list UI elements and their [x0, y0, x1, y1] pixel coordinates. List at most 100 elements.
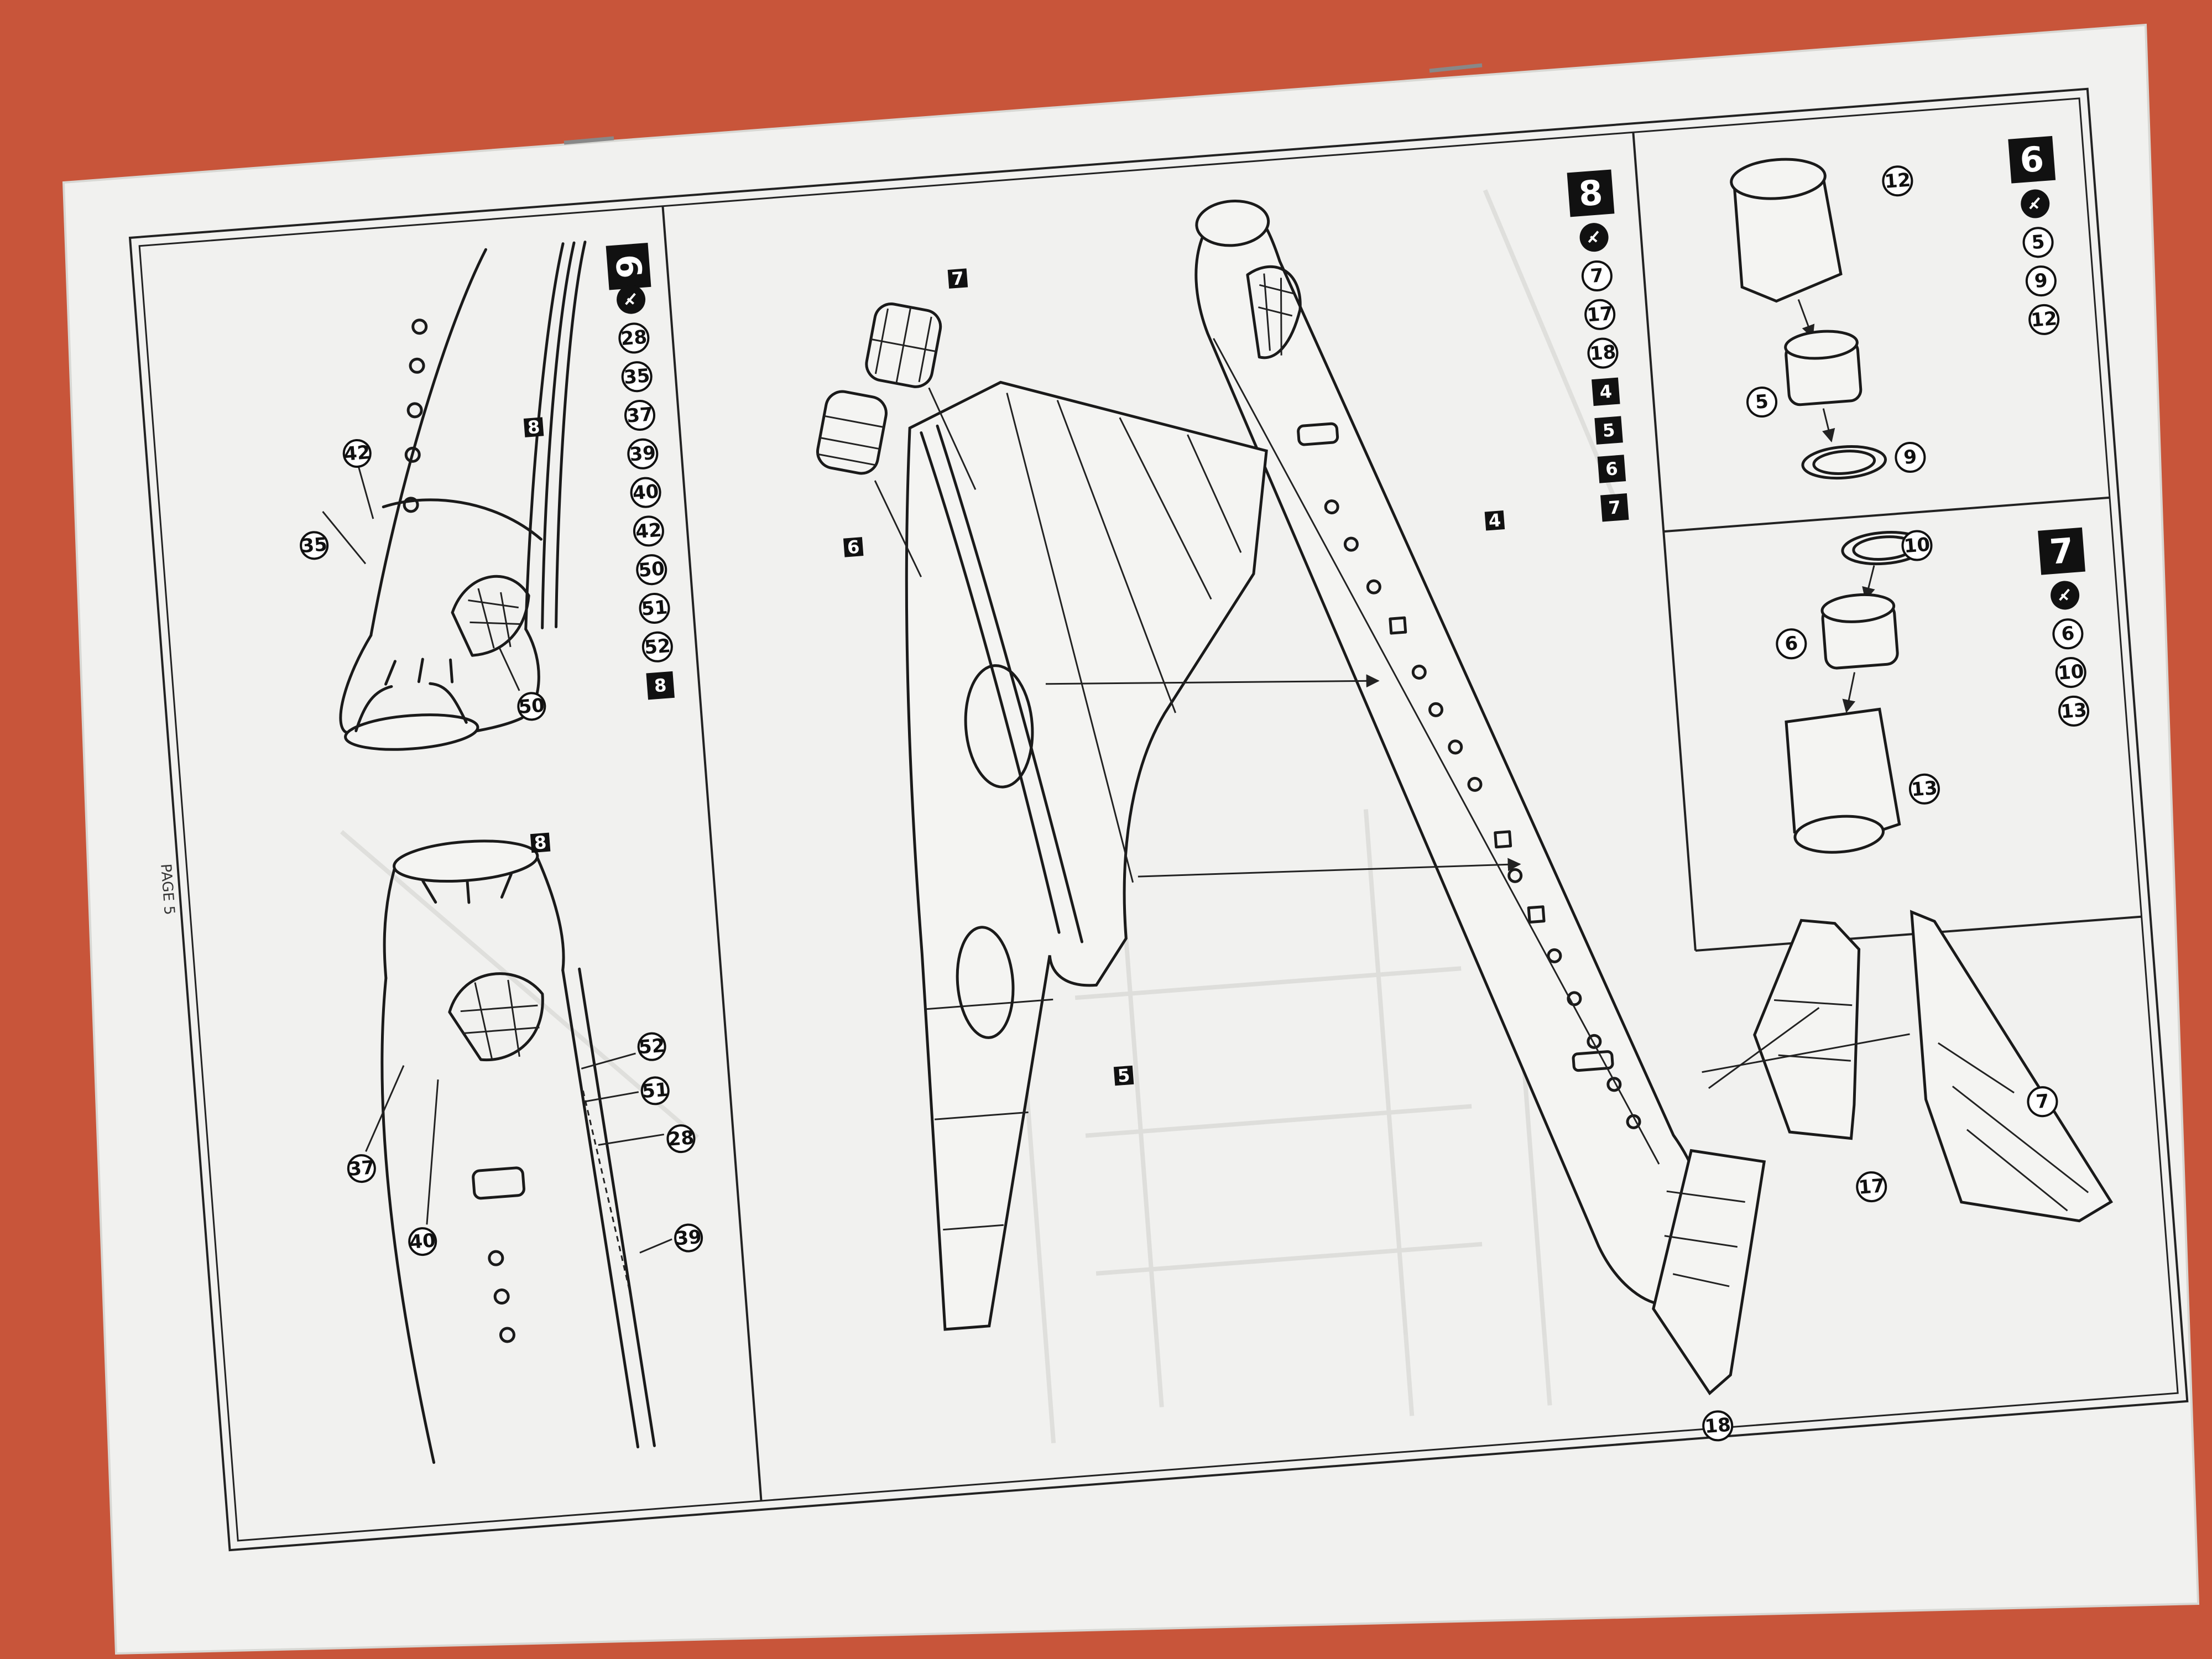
callout-6 [1776, 628, 1807, 660]
part-ref: 40 [632, 481, 660, 504]
glue-icon [1588, 231, 1599, 243]
glue-icon [2059, 588, 2070, 601]
part-ref: 37 [626, 403, 654, 427]
callout-13-label: 13 [1911, 777, 1938, 801]
callout-7-label: 7 [2035, 1090, 2050, 1113]
boxed-callout-8-lower [530, 832, 551, 853]
subassembly-ref: 4 [1599, 381, 1613, 403]
boxed-callout-label: 7 [951, 268, 964, 290]
callout-9-label: 9 [1903, 446, 1918, 469]
page-number: PAGE 5 [157, 863, 178, 916]
callout-28-label: 28 [667, 1126, 695, 1150]
callout-52-label: 52 [638, 1035, 666, 1058]
page-content: 6 8 42 35 [128, 87, 2189, 1552]
step-9-header: 6 [606, 243, 651, 290]
part-ref: 35 [623, 364, 651, 388]
boxed-callout-label: 4 [1488, 509, 1501, 531]
boxed-callout-4 [1484, 510, 1505, 531]
part-ref: 5 [2031, 231, 2046, 254]
step-8-parts-list: 7 17 18 4 5 6 7 [1579, 223, 1629, 522]
subassembly-ref: 6 [1605, 458, 1619, 480]
part-ref: 39 [629, 442, 656, 466]
step-6-panel: 6 5 9 12 12 5 [1730, 135, 2060, 480]
divider-6-7 [1663, 496, 2110, 533]
divider-right [1632, 132, 1697, 951]
step-8-panel: 8 7 17 18 4 5 6 7 [816, 169, 2114, 1442]
divider-left [661, 206, 763, 1501]
callout-50 [517, 692, 546, 721]
callout-9 [1895, 441, 1926, 473]
cockpit-windows [1246, 265, 1302, 359]
subassembly-ref: 7 [1608, 497, 1621, 519]
step-7-panel: 7 6 10 13 10 6 [1776, 527, 2090, 854]
part-ref: 51 [640, 596, 668, 620]
wing-drawing: 5 [905, 380, 1521, 1331]
callout-5-label: 5 [1755, 390, 1770, 414]
part-ref: 7 [1590, 264, 1605, 288]
part-ref: 13 [2060, 699, 2088, 723]
subassembly-ref: 8 [654, 675, 667, 697]
callout-17 [1856, 1171, 1887, 1203]
callout-10-label: 10 [1903, 534, 1931, 557]
step-8-header: 8 [1567, 169, 1615, 217]
callout-6-label: 6 [1784, 632, 1799, 655]
part-ref: 50 [638, 557, 665, 581]
part-ref: 17 [1586, 302, 1614, 326]
step-7-number: 7 [2048, 530, 2075, 572]
callout-50-label: 50 [518, 695, 545, 718]
staple-mark [564, 136, 614, 145]
step-7-drawing: 10 6 13 [1776, 530, 1940, 854]
callout-35 [300, 531, 329, 560]
step-9-parts-list: 28 35 37 39 40 42 50 51 [617, 285, 675, 700]
boxed-callout-8 [523, 417, 544, 437]
boxed-callout-5 [1113, 1065, 1134, 1086]
callout-28 [666, 1124, 696, 1154]
callout-39 [674, 1223, 703, 1253]
callout-39-label: 39 [675, 1226, 702, 1250]
step-7-header: 7 [2038, 527, 2085, 575]
callout-51-label: 51 [641, 1079, 669, 1103]
boxed-callout-label: 8 [527, 416, 541, 439]
step-6-number: 6 [2018, 139, 2046, 181]
callout-40-label: 40 [409, 1229, 436, 1253]
boxed-callout-label: 6 [847, 536, 860, 559]
callout-42 [342, 439, 372, 468]
staple-mark [1429, 63, 1483, 73]
part-ref: 42 [635, 519, 662, 543]
step-6-header: 6 [2008, 135, 2056, 184]
step-7-number-box [2038, 527, 2085, 575]
nose-cone [344, 713, 479, 751]
fuselage-drawing: 4 [1194, 200, 1708, 1307]
glue-icon [2029, 197, 2040, 210]
step-9-number: 6 [607, 253, 649, 280]
step-6-drawing: 12 5 9 [1730, 158, 1926, 480]
callout-18-label: 18 [1704, 1414, 1731, 1438]
part-ref: 6 [2060, 622, 2075, 645]
tail-drawing: 17 18 7 [1652, 910, 2114, 1442]
callout-17-label: 17 [1858, 1175, 1885, 1198]
callout-10 [1901, 530, 1933, 561]
part-ref: 9 [2034, 269, 2049, 293]
subassembly-ref: 5 [1602, 419, 1616, 441]
glue-icon [625, 293, 636, 305]
part-ref: 28 [620, 326, 648, 350]
fuselage-nose [1195, 200, 1270, 247]
part-ref: 10 [2057, 660, 2085, 684]
callout-40 [408, 1227, 437, 1256]
fuselage-hatch [472, 1166, 525, 1200]
callout-7 [2027, 1086, 2058, 1118]
fuselage-door [1297, 422, 1339, 446]
callout-37-label: 37 [348, 1156, 375, 1180]
step-8-number-box [1567, 169, 1615, 217]
callout-35-label: 35 [300, 534, 328, 557]
part-ref: 18 [1589, 341, 1616, 365]
boxed-callout-label: 8 [534, 832, 547, 854]
callout-52 [637, 1032, 666, 1061]
step-9-lower-detail: 8 52 51 37 28 40 39 [347, 832, 703, 1464]
step-8-number: 8 [1577, 172, 1604, 214]
part-ref: 12 [2030, 307, 2058, 331]
inner-frame [138, 97, 2179, 1542]
boxed-callout-6 [843, 537, 864, 557]
part-ref: 52 [644, 635, 671, 659]
